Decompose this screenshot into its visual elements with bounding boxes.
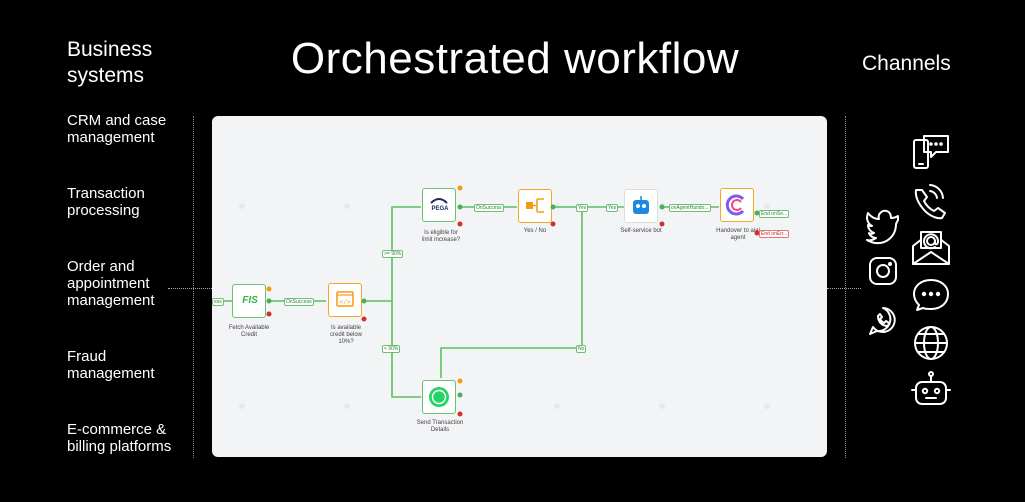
email-icon — [912, 231, 950, 265]
left-divider — [193, 116, 194, 458]
edge-tag-lt90[interactable]: < 90% — [382, 345, 401, 353]
credit-check-node[interactable]: </> — [328, 283, 362, 317]
twitter-icon — [866, 209, 899, 245]
edge-tag-yes[interactable]: Yes — [576, 204, 589, 212]
connector-line-right — [827, 288, 861, 289]
chat-bubble-icon — [913, 279, 949, 311]
business-systems-title: Business systems — [67, 38, 153, 87]
edge-tag-onsuccess-1[interactable]: OnSuccess — [284, 298, 314, 306]
pega-node[interactable]: PEGA — [422, 188, 456, 222]
right-divider — [845, 116, 846, 458]
channels-title: Channels — [862, 52, 951, 75]
instagram-icon — [869, 257, 897, 285]
channel-icons — [866, 135, 951, 405]
webex-logo-icon — [725, 194, 745, 216]
mobile-chat-icon — [913, 135, 949, 169]
bot-label: Self-service bot — [620, 228, 662, 234]
edge-tag-yes-2[interactable]: Yes — [606, 204, 619, 212]
whatsapp-icon — [429, 387, 449, 407]
edge-tag-agent-handover[interactable]: onAgentHando... — [669, 204, 711, 212]
whatsapp-icon — [869, 307, 896, 335]
workflow-edges — [212, 203, 770, 409]
fetch-credit-node[interactable]: FIS — [232, 284, 266, 318]
www-globe-icon — [914, 326, 948, 360]
page-title: Orchestrated workflow — [290, 34, 740, 83]
pega-logo-text: PEGA — [431, 206, 449, 212]
handover-label: Handover to aial agent — [716, 228, 760, 241]
edge-tag-onsuccess-2[interactable]: OnSuccess — [474, 204, 504, 212]
connector-line-left — [168, 288, 212, 289]
fis-logo: FIS — [242, 295, 258, 306]
yesno-label: Yes / No — [523, 228, 547, 234]
whatsapp-node[interactable] — [422, 380, 456, 414]
code-icon: </> — [336, 291, 354, 307]
handover-node[interactable] — [720, 188, 754, 222]
bot-icon — [633, 196, 649, 214]
branch-icon — [526, 198, 544, 213]
pega-logo-icon — [430, 198, 448, 204]
bot-icon — [911, 371, 951, 405]
bot-node[interactable] — [624, 189, 658, 223]
edge-tag-in[interactable]: ess — [212, 298, 224, 306]
svg-text:</>: </> — [340, 299, 351, 306]
edge-tag-no[interactable]: No — [576, 345, 587, 353]
edge-tag-end-success[interactable]: End onSe... — [759, 210, 790, 218]
edge-tag-ge90[interactable]: >= 90% — [382, 250, 404, 258]
edge-tag-end-error[interactable]: End onErr... — [759, 230, 790, 238]
yesno-node[interactable] — [518, 189, 552, 223]
phone-call-icon — [914, 184, 946, 220]
system-ecommerce: E-commerce &billing platforms — [67, 421, 172, 455]
